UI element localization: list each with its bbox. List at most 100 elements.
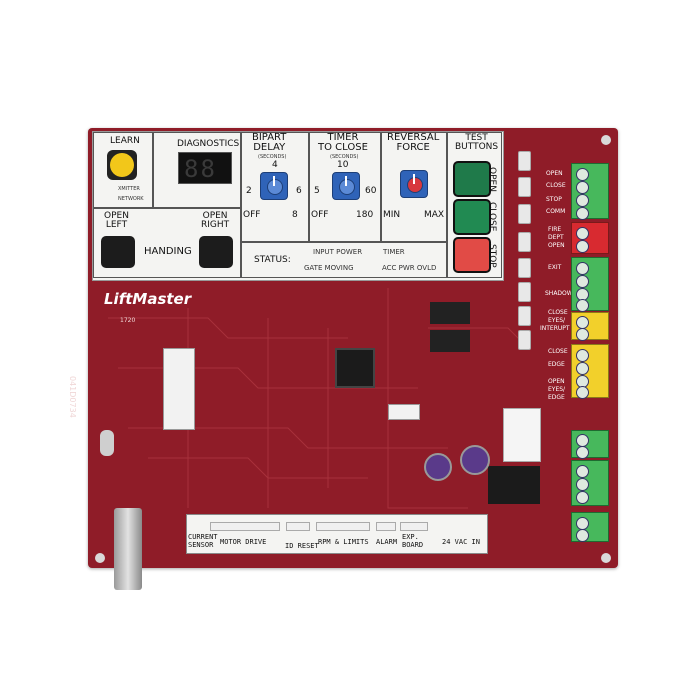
open-left-button[interactable] [101, 236, 135, 268]
screw [576, 240, 589, 253]
term-open-eyes-label: OPEN [548, 378, 565, 385]
terminal-block-green[interactable] [571, 430, 609, 459]
reversal-force-dial[interactable] [400, 170, 428, 198]
bipart-section [241, 132, 309, 242]
diagnostics-label: DIAGNOSTICS [177, 139, 240, 149]
id-reset-header[interactable] [286, 522, 310, 531]
learn-label: LEARN [110, 136, 140, 146]
terminal-block-yellow[interactable] [571, 312, 609, 341]
white-ic-module [163, 348, 195, 430]
surge-protector [518, 258, 531, 278]
timer-unit: (SECONDS) [330, 154, 359, 160]
term-interupt-label: INTERUPT [540, 325, 570, 332]
control-panel [92, 131, 504, 281]
diagnostics-section [153, 132, 241, 208]
term-dept-label: DEPT [548, 234, 564, 241]
learn-button-cap [110, 153, 134, 177]
handing-label: HANDING [144, 246, 192, 257]
term-shadow-label: SHADOW [545, 290, 573, 297]
coax-connector [114, 508, 142, 590]
gate-moving-led: GATE MOVING [304, 264, 354, 272]
surge-protector [518, 151, 531, 171]
status-section [241, 242, 447, 278]
screw [576, 328, 589, 341]
diagnostics-digits: 88 [184, 155, 217, 183]
screw [576, 386, 589, 399]
terminal-block-green[interactable] [571, 460, 609, 506]
board-small-id: 1720 [120, 317, 136, 324]
term-open-edge-label: EDGE [548, 394, 565, 401]
timer-led: TIMER [383, 248, 405, 256]
screw [576, 299, 589, 312]
network-label: NETWORK [118, 196, 144, 202]
status-label: STATUS: [254, 255, 291, 265]
capacitor [424, 453, 452, 481]
term-open-eyes2-label: EYES/ [548, 386, 566, 393]
acc-pwr-ovld-led: ACC PWR OVLD [382, 264, 437, 272]
screw [576, 168, 589, 181]
open-right-button[interactable] [199, 236, 233, 268]
test-close-button[interactable] [453, 199, 491, 235]
learn-section [93, 132, 153, 208]
current-sensor-label: CURRENT SENSOR [188, 533, 218, 549]
reversal-min: MIN [383, 210, 401, 220]
bipart-end: 8 [292, 210, 298, 220]
relay [488, 466, 540, 504]
bipart-unit: (SECONDS) [258, 154, 287, 160]
open-right-label: OPEN RIGHT [201, 211, 230, 230]
board-id: 041D0734 [68, 376, 77, 418]
bipart-value: 4 [272, 160, 278, 170]
rpm-limits-label: RPM & LIMITS [318, 538, 369, 546]
surge-protector [518, 204, 531, 224]
motor-drive-header[interactable] [210, 522, 280, 531]
test-buttons-section [447, 132, 502, 278]
bipart-title: BIPART DELAY [252, 132, 287, 153]
surge-protector [518, 282, 531, 302]
screw [576, 275, 589, 288]
terminal-block-yellow[interactable] [571, 344, 609, 399]
test-stop-button[interactable] [453, 237, 491, 273]
input-power-led: INPUT POWER [313, 248, 363, 256]
microcontroller-chip [335, 348, 375, 388]
vac-in-label: 24 VAC IN [442, 538, 480, 546]
rpm-limits-header[interactable] [316, 522, 370, 531]
reversal-section [381, 132, 447, 242]
terminal-block-green[interactable] [571, 512, 609, 542]
dip-header [388, 404, 420, 420]
screw [576, 478, 589, 491]
alarm-header[interactable] [376, 522, 396, 531]
terminal-block-green[interactable] [571, 163, 609, 220]
reversal-max: MAX [424, 210, 445, 220]
timer-to-close-dial[interactable] [332, 172, 360, 200]
test-buttons-title: TEST BUTTONS [455, 133, 499, 152]
exp-board-label: EXP. BOARD [402, 533, 424, 549]
terminal-block-green[interactable] [571, 257, 609, 312]
open-left-label: OPEN LEFT [104, 211, 129, 230]
motor-drive-label: MOTOR DRIVE [220, 538, 267, 546]
brand-logo: LiftMaster [104, 290, 192, 308]
timer-end: 180 [356, 210, 374, 220]
exp-board-header[interactable] [400, 522, 428, 531]
term-comm-label: COMM [546, 208, 566, 215]
timer-section [309, 132, 381, 242]
bipart-delay-dial[interactable] [260, 172, 288, 200]
term-close-label: CLOSE [546, 182, 566, 189]
dial-knob [339, 179, 355, 195]
capacitor [460, 445, 490, 475]
term-fire-label: FIRE [548, 226, 562, 233]
learn-button[interactable] [107, 150, 137, 180]
dial-indicator [413, 174, 415, 184]
relay-module [503, 408, 541, 462]
term-close-edge-label: CLOSE [548, 348, 568, 355]
screw [576, 362, 589, 375]
screw [576, 207, 589, 220]
crystal [100, 430, 114, 456]
dial-knob [407, 177, 423, 193]
timer-min: 5 [314, 186, 320, 196]
screw [576, 465, 589, 478]
terminal-block-red[interactable] [571, 222, 609, 254]
surge-protector [518, 232, 531, 252]
test-open-button[interactable] [453, 161, 491, 197]
timer-value: 10 [337, 160, 349, 170]
screw [576, 446, 589, 459]
